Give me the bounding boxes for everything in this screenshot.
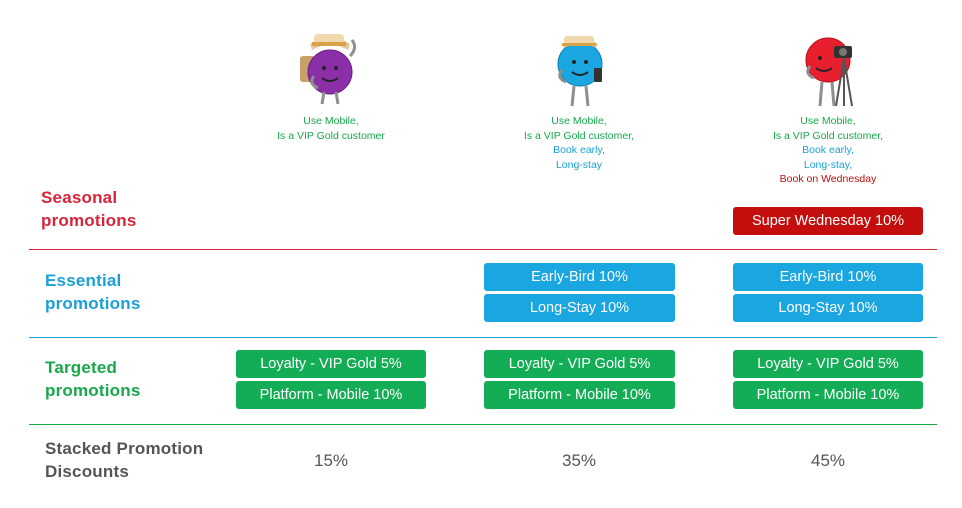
row-label-targeted: Targeted promotions: [45, 356, 195, 402]
row-label-text: Seasonal promotions: [41, 188, 137, 230]
promo-pill-platform: Platform - Mobile 10%: [236, 381, 426, 409]
row-label-seasonal: Seasonal promotions: [41, 186, 191, 232]
condition-text: Book early,: [553, 144, 605, 156]
promo-pill-loyalty: Loyalty - VIP Gold 5%: [733, 350, 923, 378]
condition-text: Is a VIP Gold customer: [277, 129, 385, 142]
promo-pill-loyalty: Loyalty - VIP Gold 5%: [484, 350, 675, 378]
condition-text: Use Mobile,: [551, 115, 607, 127]
condition-text: Long-stay: [555, 158, 603, 171]
row-label-stacked: Stacked Promotion Discounts: [45, 437, 235, 483]
condition-text: Is a VIP Gold customer,: [523, 129, 635, 142]
promo-pill-super-wednesday: Super Wednesday 10%: [733, 207, 923, 235]
conditions-col-3: Use Mobile, Is a VIP Gold customer, Book…: [728, 114, 928, 187]
divider-seasonal: [29, 249, 937, 250]
divider-targeted: [29, 424, 937, 425]
condition-text: Is a VIP Gold customer,: [772, 129, 884, 142]
promo-pill-platform: Platform - Mobile 10%: [733, 381, 923, 409]
promo-pill-early-bird: Early-Bird 10%: [733, 263, 923, 291]
stacked-discount-col-2: 35%: [561, 451, 597, 470]
conditions-col-1: Use Mobile, Is a VIP Gold customer: [231, 114, 431, 143]
condition-text: Book early,: [802, 144, 854, 156]
promo-pill-long-stay: Long-Stay 10%: [733, 294, 923, 322]
row-label-essential: Essential promotions: [45, 269, 195, 315]
blue-phone-mascot-icon: [557, 36, 603, 107]
conditions-col-2: Use Mobile, Is a VIP Gold customer, Book…: [479, 114, 679, 172]
condition-text: Use Mobile,: [800, 115, 856, 127]
divider-essential: [29, 337, 937, 338]
stacked-discount-col-1: 15%: [313, 451, 349, 470]
row-label-text: Stacked Promotion Discounts: [45, 439, 204, 481]
condition-text: Long-stay,: [803, 158, 853, 171]
promo-pill-loyalty: Loyalty - VIP Gold 5%: [236, 350, 426, 378]
row-label-text: Targeted promotions: [45, 358, 141, 400]
condition-text: Use Mobile,: [303, 115, 359, 127]
promo-pill-long-stay: Long-Stay 10%: [484, 294, 675, 322]
promo-pill-platform: Platform - Mobile 10%: [484, 381, 675, 409]
stacked-discount-col-3: 45%: [810, 451, 846, 470]
row-label-text: Essential promotions: [45, 271, 141, 313]
purple-traveler-mascot-icon: [300, 34, 357, 105]
red-camera-mascot-icon: [805, 37, 853, 107]
promo-pill-early-bird: Early-Bird 10%: [484, 263, 675, 291]
condition-text: Book on Wednesday: [779, 173, 877, 185]
